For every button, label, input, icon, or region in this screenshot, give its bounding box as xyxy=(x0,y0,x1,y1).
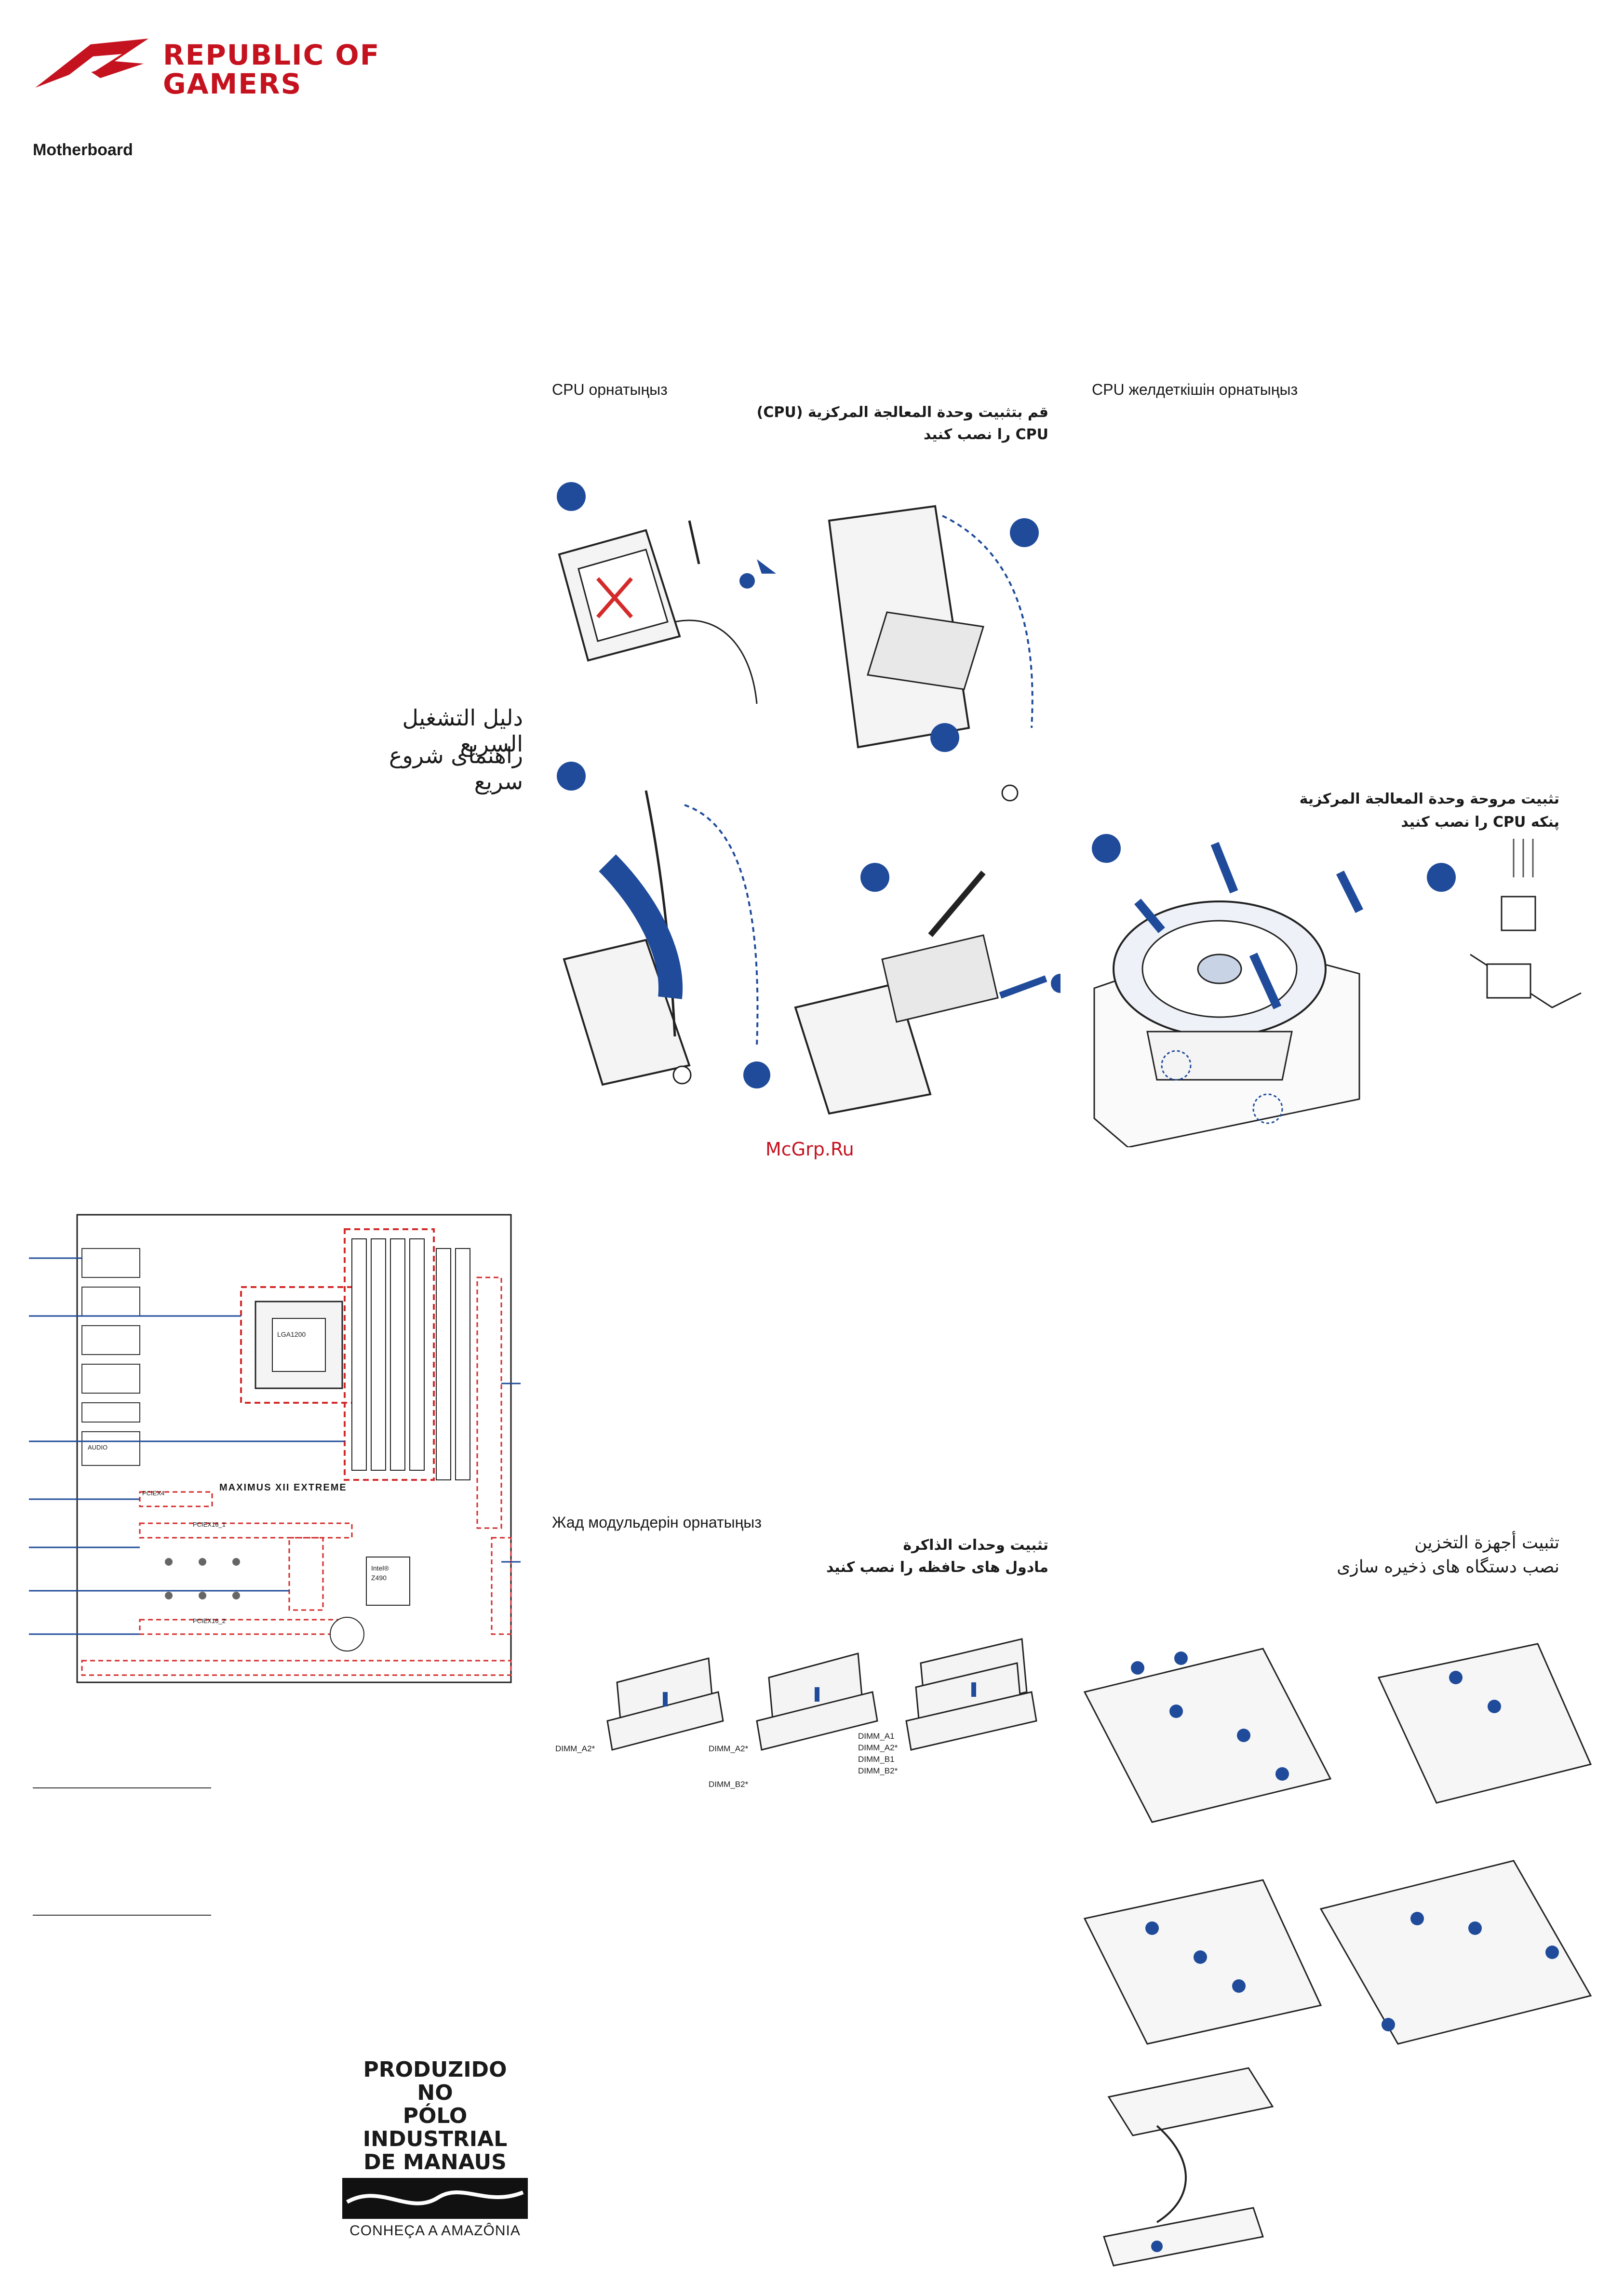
dimm-label: DIMM_B2* xyxy=(709,1780,749,1789)
cpu-installation-steps-illustration xyxy=(557,482,1060,1115)
storage-heading-arabic: تثبيت أجهزة التخزين xyxy=(1414,1533,1559,1553)
document-type-label: Motherboard xyxy=(33,141,133,159)
quick-start-title-persian: راهنمای شروع سریع xyxy=(389,742,523,794)
river-wave-logo-icon xyxy=(342,2178,528,2219)
dimm-label: DIMM_A2* xyxy=(555,1744,595,1753)
dimm-label: DIMM_A2* xyxy=(709,1744,749,1753)
brand-line-1: REPUBLIC OF xyxy=(163,39,380,71)
storage-installation-illustration xyxy=(1083,1643,1592,2267)
dimm-label: DIMM_A1 xyxy=(858,1732,895,1741)
cooler-heading-kazakh: CPU желдеткішін орнатыңыз xyxy=(1092,381,1298,398)
motherboard-layout-diagram xyxy=(29,1214,521,1683)
badge-line-3: DE MANAUS xyxy=(363,2150,507,2175)
badge-tagline: CONHEÇA A AMAZÔNIA xyxy=(349,2223,521,2239)
chipset-label: Z490 xyxy=(371,1574,387,1582)
board-model-label: MAXIMUS XII EXTREME xyxy=(219,1482,347,1493)
cpu-heading-kazakh: CPU орнатыңыз xyxy=(552,381,668,398)
dimm-label: DIMM_A2* xyxy=(858,1743,898,1752)
memory-heading-persian: مادول های حافظه را نصب کنید xyxy=(826,1559,1048,1576)
watermark-text: McGrp.Ru xyxy=(765,1139,854,1160)
memory-heading-arabic: تثبيت وحدات الذاكرة xyxy=(903,1537,1048,1554)
pcie-slot-label: PCIEX16_1 xyxy=(193,1521,226,1528)
storage-heading-persian: نصب دستگاه های ذخیره سازی xyxy=(1337,1557,1559,1577)
memory-installation-illustration xyxy=(606,1638,1037,1751)
footnote-divider xyxy=(33,1915,211,1916)
cooler-installation-illustration xyxy=(1092,834,1582,1147)
cpu-heading-persian: CPU را نصب کنید xyxy=(923,426,1048,443)
quick-start-title-arabic: دليل التشغيل السريع xyxy=(402,705,523,757)
brand-name: REPUBLIC OF GAMERS xyxy=(163,40,380,98)
pcie-slot-label: PCIEX4 xyxy=(142,1490,165,1497)
chipset-brand-label: Intel® xyxy=(371,1564,389,1572)
footnote-divider xyxy=(33,1787,211,1788)
cpu-heading-arabic: قم بتثبيت وحدة المعالجة المركزية (CPU) xyxy=(756,404,1048,421)
dimm-label: DIMM_B2* xyxy=(858,1766,898,1775)
brand-line-2: GAMERS xyxy=(163,67,302,100)
pcie-slot-label: PCIEX16_2 xyxy=(193,1617,226,1625)
audio-port-label: AUDIO xyxy=(88,1444,108,1451)
badge-line-2: PÓLO INDUSTRIAL xyxy=(362,2104,508,2151)
dimm-label: DIMM_B1 xyxy=(858,1755,895,1764)
cooler-heading-persian: پنکه CPU را نصب کنید xyxy=(1401,814,1559,831)
manaus-badge: PRODUZIDO NO PÓLO INDUSTRIAL DE MANAUS C… xyxy=(342,2057,528,2239)
badge-line-1: PRODUZIDO NO xyxy=(363,2057,507,2105)
brand-header: REPUBLIC OF GAMERS xyxy=(33,35,399,107)
rog-eye-logo-icon xyxy=(35,39,148,88)
cooler-heading-arabic: تثبيت مروحة وحدة المعالجة المركزية xyxy=(1299,791,1559,807)
memory-heading-kazakh: Жад модульдерін орнатыңыз xyxy=(552,1514,762,1531)
socket-label: LGA1200 xyxy=(277,1330,306,1338)
